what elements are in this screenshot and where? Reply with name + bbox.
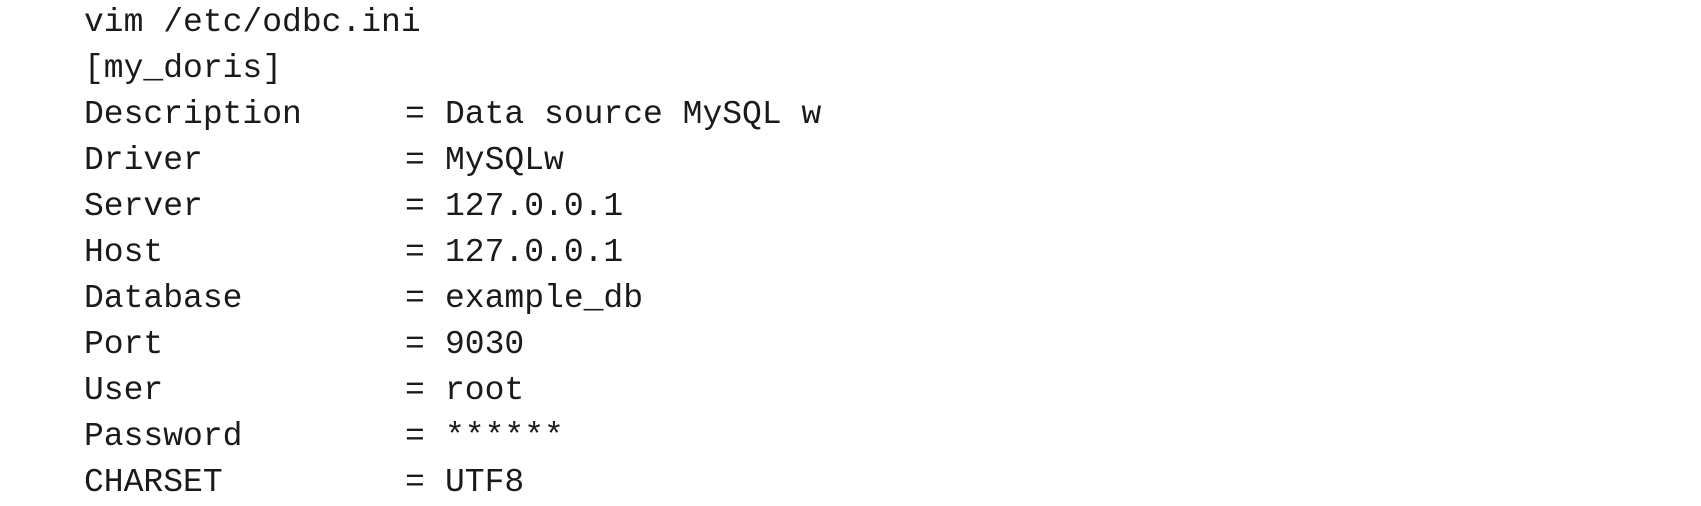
config-line-user: User = root (84, 368, 821, 414)
config-key: Host (84, 234, 164, 271)
config-line-driver: Driver = MySQLw (84, 138, 821, 184)
config-key: User (84, 372, 164, 409)
equals-sign: = (405, 464, 425, 501)
command-text: vim /etc/odbc.ini (84, 4, 421, 41)
equals-sign: = (405, 142, 425, 179)
config-value: 127.0.0.1 (445, 188, 624, 225)
config-value: 127.0.0.1 (445, 234, 624, 271)
section-header: [my_doris] (84, 50, 283, 87)
config-key: Driver (84, 142, 203, 179)
equals-sign: = (405, 372, 425, 409)
config-value: MySQLw (445, 142, 564, 179)
equals-sign: = (405, 96, 425, 133)
config-key: Description (84, 96, 302, 133)
section-header-line: [my_doris] (84, 46, 821, 92)
config-key: Database (84, 280, 243, 317)
config-line-server: Server = 127.0.0.1 (84, 184, 821, 230)
equals-sign: = (405, 418, 425, 455)
config-line-charset: CHARSET = UTF8 (84, 460, 821, 506)
command-line: vim /etc/odbc.ini (84, 0, 821, 46)
config-key: Password (84, 418, 243, 455)
config-key: Server (84, 188, 203, 225)
config-line-database: Database = example_db (84, 276, 821, 322)
equals-sign: = (405, 188, 425, 225)
config-value: UTF8 (445, 464, 525, 501)
config-line-host: Host = 127.0.0.1 (84, 230, 821, 276)
equals-sign: = (405, 234, 425, 271)
config-key: Port (84, 326, 164, 363)
equals-sign: = (405, 280, 425, 317)
code-block: vim /etc/odbc.ini [my_doris] Description… (84, 0, 821, 506)
config-key: CHARSET (84, 464, 223, 501)
config-value: 9030 (445, 326, 525, 363)
config-line-description: Description = Data source MySQL w (84, 92, 821, 138)
config-value: root (445, 372, 525, 409)
config-value: example_db (445, 280, 644, 317)
config-line-port: Port = 9030 (84, 322, 821, 368)
equals-sign: = (405, 326, 425, 363)
config-line-password: Password = ****** (84, 414, 821, 460)
config-value: Data source MySQL w (445, 96, 822, 133)
config-value: ****** (445, 418, 564, 455)
